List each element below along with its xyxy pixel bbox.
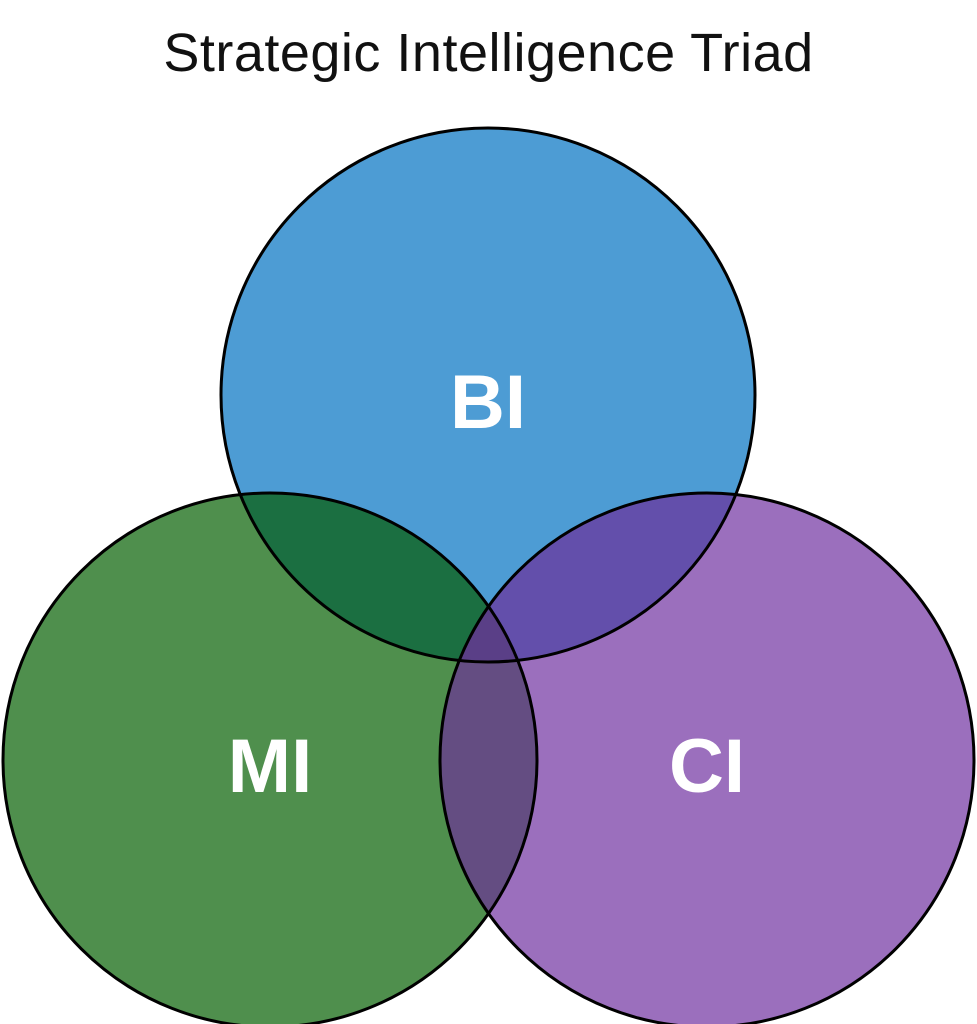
label-ci: CI xyxy=(669,724,745,809)
circle-bi-outline xyxy=(219,126,757,664)
overlap-bi-mi xyxy=(221,493,537,662)
label-bi: BI xyxy=(450,360,526,445)
circle-mi-outline xyxy=(1,491,539,1024)
page-title: Strategic Intelligence Triad xyxy=(163,23,814,83)
overlap-bi-ci xyxy=(440,493,755,662)
circle-ci-outline xyxy=(438,491,976,1024)
label-mi: MI xyxy=(228,724,312,809)
